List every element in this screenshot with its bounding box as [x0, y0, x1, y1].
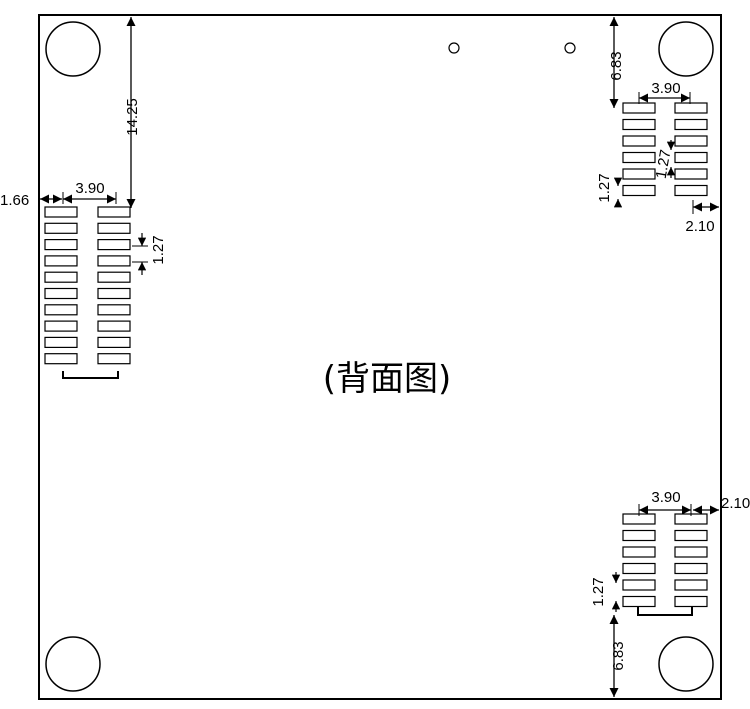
dim-tr-pitch-a: 1.27	[596, 173, 613, 202]
board-outline	[38, 14, 722, 700]
dim-tr-pitch-b: 1.27	[653, 148, 675, 180]
fiducial-left	[448, 42, 460, 54]
pad	[622, 102, 656, 114]
pad	[97, 255, 131, 267]
pad	[622, 184, 656, 197]
pad	[44, 304, 78, 316]
pad-array-bottom-right-bracket	[637, 607, 693, 616]
dim-br-pad-width: 3.90	[651, 489, 680, 506]
pad	[44, 287, 78, 300]
dim-br-pitch: 1.27	[590, 577, 607, 606]
pad	[674, 118, 708, 131]
pad	[44, 336, 78, 348]
mounting-hole-bottom-left	[45, 636, 101, 692]
pad	[674, 184, 708, 197]
pad	[97, 336, 131, 348]
pad	[97, 287, 131, 300]
pad	[97, 222, 131, 234]
pad-array-bottom-right	[622, 513, 708, 608]
pad-array-top-right	[622, 102, 708, 197]
pad	[44, 320, 78, 332]
mounting-hole-top-left	[45, 21, 101, 77]
pad	[674, 135, 708, 147]
pad	[97, 206, 131, 218]
pad	[674, 595, 708, 608]
pad	[674, 102, 708, 114]
dim-left-pad-width: 3.90	[75, 180, 104, 197]
pad	[44, 206, 78, 218]
pad	[622, 118, 656, 131]
view-label: (背面图)	[323, 359, 452, 399]
pad	[44, 239, 78, 251]
pad	[622, 562, 656, 575]
pad	[622, 595, 656, 608]
pad	[674, 546, 708, 558]
pad	[97, 353, 131, 365]
pad-array-left-bracket	[62, 371, 119, 379]
mounting-hole-bottom-right	[658, 636, 714, 692]
pad	[97, 304, 131, 316]
pad	[674, 579, 708, 591]
dim-left-top-offset: 14.25	[124, 98, 141, 136]
pad	[674, 529, 708, 542]
pad	[622, 135, 656, 147]
pad	[97, 271, 131, 283]
pad-array-left	[44, 206, 131, 365]
pad	[674, 562, 708, 575]
pad	[44, 271, 78, 283]
pad	[622, 151, 656, 164]
pad	[44, 222, 78, 234]
pad	[622, 529, 656, 542]
fiducial-right	[564, 42, 576, 54]
pad	[622, 579, 656, 591]
pad	[97, 320, 131, 332]
dim-br-bottom-offset: 6.83	[610, 641, 627, 670]
mounting-hole-top-right	[658, 21, 714, 77]
dim-tr-top-offset: 6.83	[608, 51, 625, 80]
dim-left-pitch: 1.27	[150, 235, 167, 264]
pad	[674, 168, 708, 180]
dim-tr-pad-width: 3.90	[651, 80, 680, 97]
pad	[44, 255, 78, 267]
pad	[622, 546, 656, 558]
pad	[97, 239, 131, 251]
dim-left-edge-offset: 1.66	[0, 192, 29, 209]
pad	[622, 168, 656, 180]
pad	[44, 353, 78, 365]
pad	[674, 151, 708, 164]
dim-tr-edge-offset: 2.10	[685, 218, 714, 235]
dim-br-edge-offset: 2.10	[721, 495, 750, 512]
